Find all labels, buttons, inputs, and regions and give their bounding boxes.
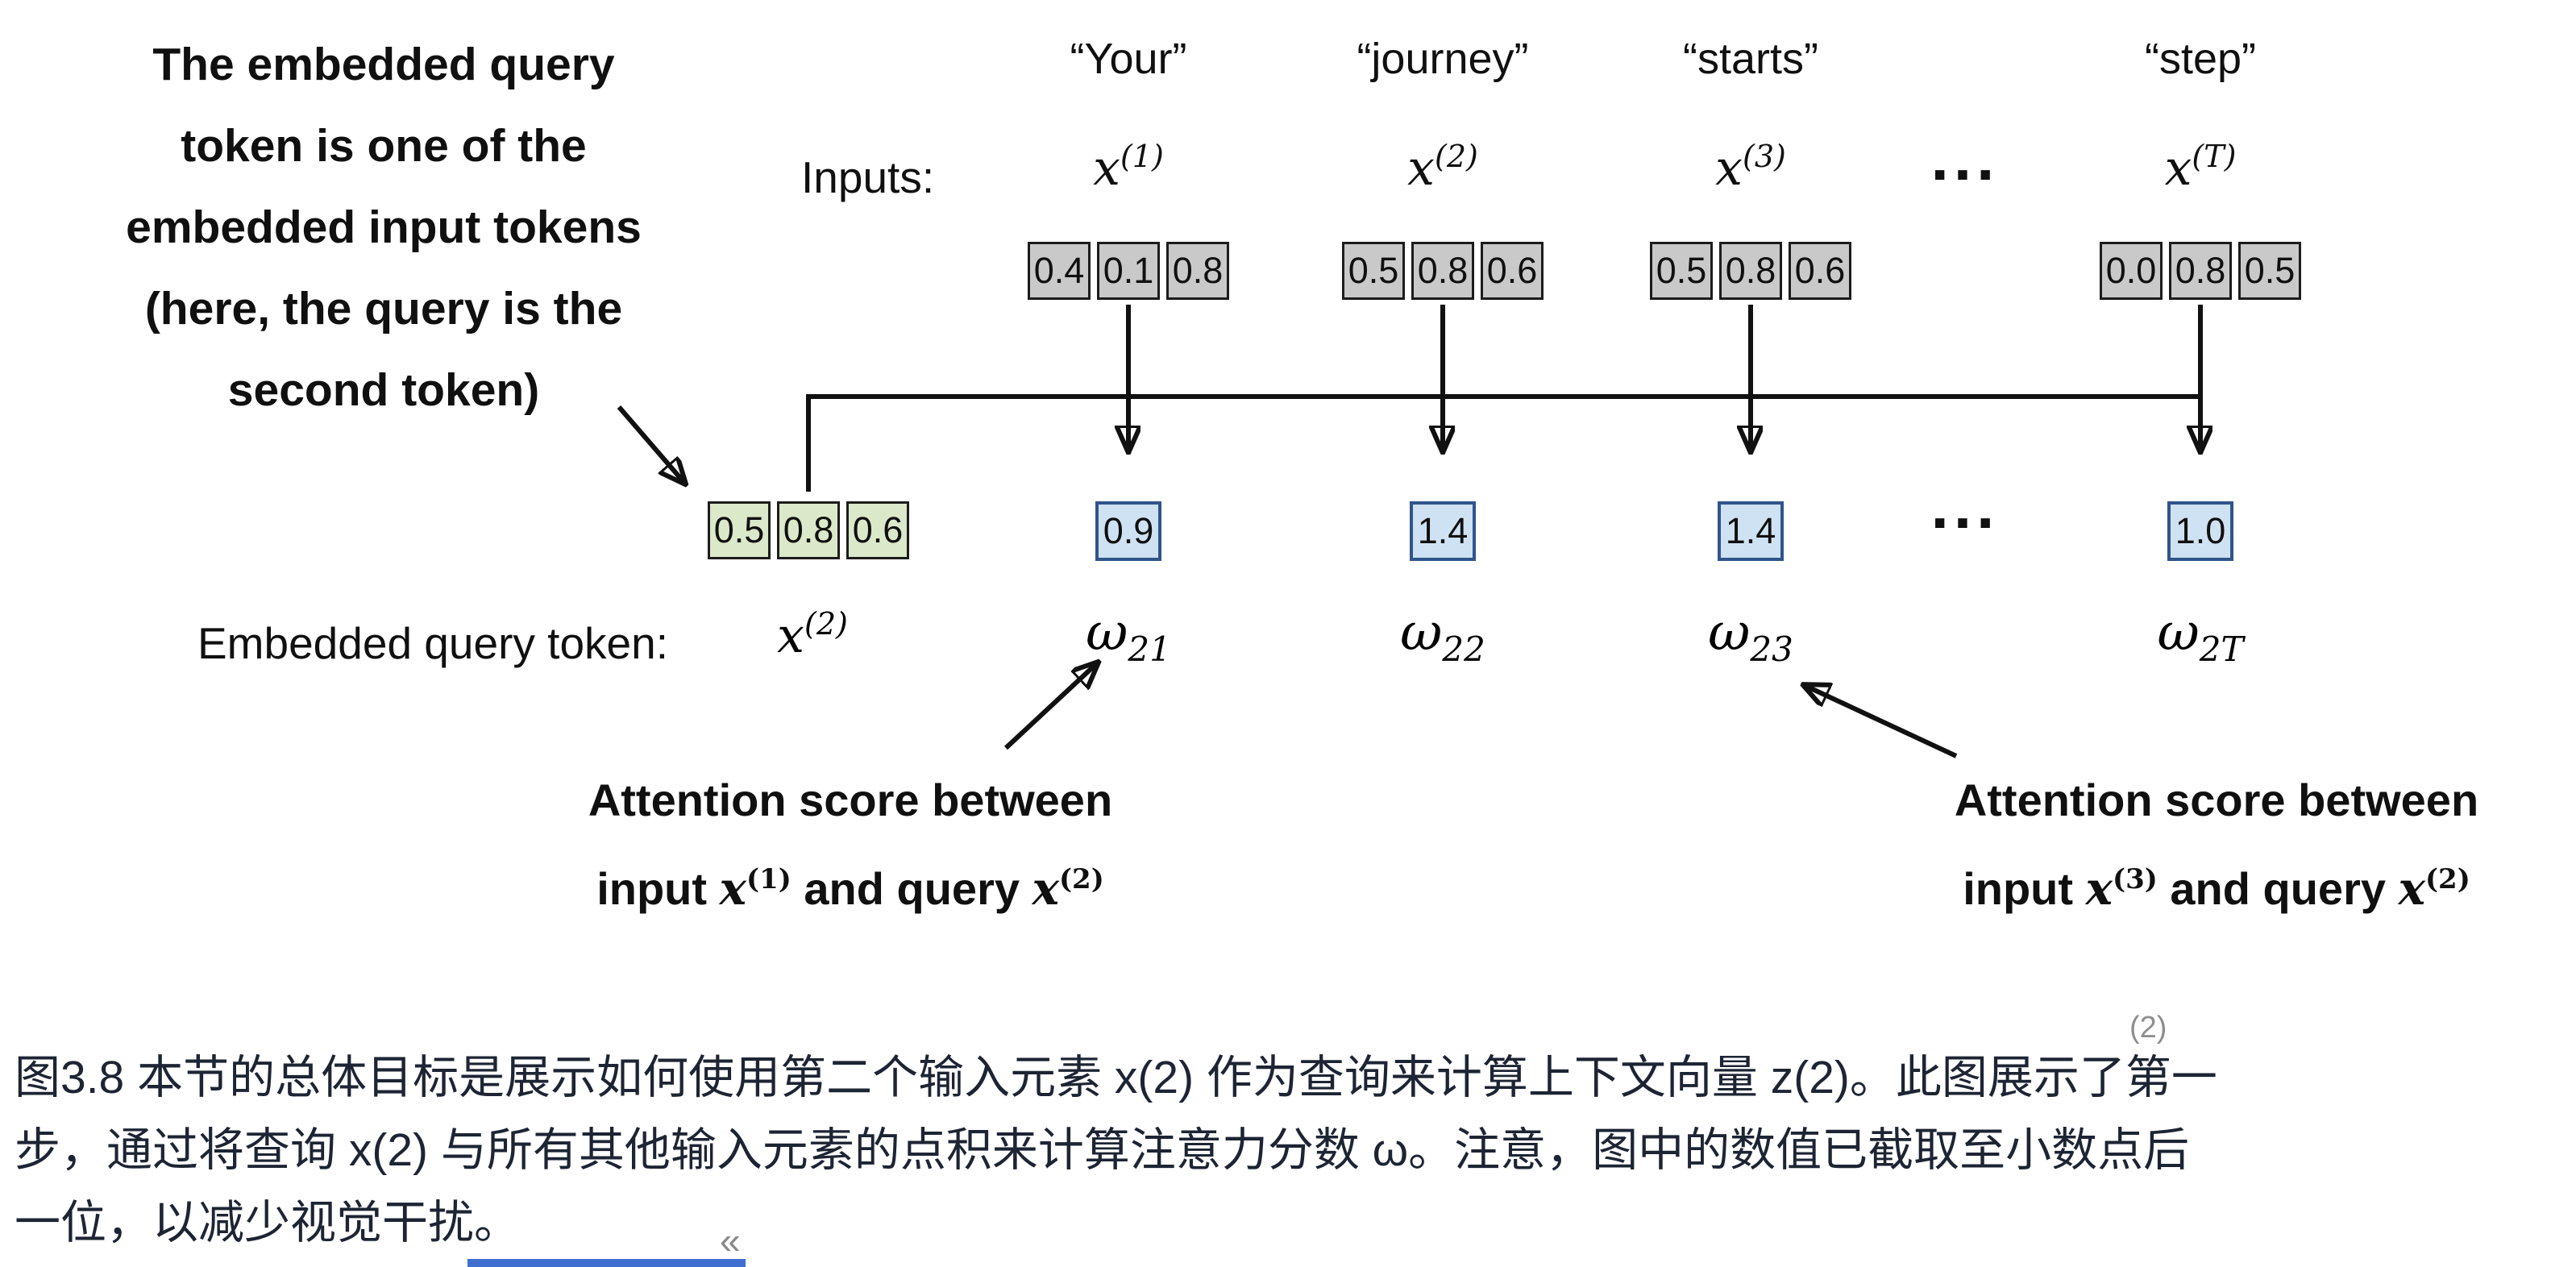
var-base: x — [2398, 862, 2425, 916]
var-sup: (3) — [1743, 139, 1786, 174]
embedded-query-token-label: Embedded query token: — [197, 618, 668, 668]
query-annotation-line: embedded input tokens — [126, 201, 642, 253]
score-annotation-right: Attention score between input x(3) and q… — [1886, 761, 2547, 928]
vector-cell: 0.8 — [777, 501, 840, 559]
note-text: and query — [791, 863, 1032, 914]
query-vector: 0.5 0.8 0.6 — [708, 501, 909, 559]
var-base: x — [777, 608, 804, 664]
word-label-1: “Your” — [1070, 35, 1187, 83]
omega-label-23: ω23 — [1654, 603, 1847, 669]
query-annotation-line: token is one of the — [181, 120, 587, 172]
inputs-label: Inputs: — [801, 152, 935, 202]
attention-score-3: 1.4 — [1718, 501, 1784, 561]
query-annotation-line: The embedded query — [152, 39, 615, 90]
omega-sub: 21 — [1128, 629, 1171, 669]
note-text: input — [1963, 863, 2086, 914]
input-vector-2: 0.5 0.8 0.6 — [1342, 242, 1544, 300]
ellipsis-bottom: ... — [1930, 470, 2000, 542]
var-sup: (3) — [2112, 863, 2158, 895]
note-text: input — [596, 863, 720, 914]
var-sup: (2) — [804, 606, 848, 642]
score-annotation-line2: input x(1) and query x(2) — [524, 840, 1177, 928]
input-vector-1: 0.4 0.1 0.8 — [1028, 242, 1229, 300]
caption-line: 图3.8 本节的总体目标是展示如何使用第二个输入元素 x(2) 作为查询来计算上… — [15, 1052, 2217, 1103]
arrow-score-note-right — [1804, 685, 1958, 758]
var-base: x — [2085, 862, 2113, 916]
score-annotation-line2: input x(3) and query x(2) — [1886, 840, 2547, 928]
score-annotation-left: Attention score between input x(1) and q… — [524, 761, 1177, 928]
caption-line: 一位，以减少视觉干扰。 — [15, 1197, 520, 1248]
input-vector-T: 0.0 0.8 0.5 — [2100, 242, 2301, 300]
caption-line: 步，通过将查询 x(2) 与所有其他输入元素的点积来计算注意力分数 ω。注意，图… — [15, 1124, 2190, 1176]
omega-sub: 2T — [2199, 629, 2244, 669]
input-var-2: x(2) — [1314, 139, 1572, 197]
input-var-1: x(1) — [999, 139, 1257, 197]
omega-base: ω — [1086, 603, 1128, 663]
video-progress-bar — [467, 1259, 746, 1267]
vector-cell: 0.5 — [708, 501, 771, 559]
omega-sub: 23 — [1750, 629, 1793, 669]
omega-label-22: ω22 — [1346, 603, 1539, 669]
var-base: x — [1032, 862, 1059, 916]
input-var-T: x(T) — [2071, 139, 2329, 197]
omega-base: ω — [1400, 603, 1443, 663]
var-base: x — [1093, 140, 1120, 197]
quote-mark-artifact: « — [720, 1219, 741, 1261]
var-sup: (2) — [1058, 863, 1104, 895]
word-label-2: “journey” — [1357, 35, 1529, 83]
note-text: and query — [2157, 863, 2399, 914]
var-base: x — [719, 862, 746, 916]
superscript-ghost-artifact: (2) — [2129, 1011, 2167, 1045]
var-sup: (1) — [746, 863, 791, 895]
var-sup: (2) — [1435, 139, 1478, 174]
vector-cell: 0.5 — [1650, 242, 1713, 300]
vector-cell: 0.8 — [2169, 242, 2232, 300]
var-base: x — [1407, 140, 1435, 197]
var-sup: (2) — [2424, 863, 2470, 895]
vector-cell: 0.6 — [1481, 242, 1544, 300]
query-annotation-line: (here, the query is the — [144, 283, 623, 334]
vector-cell: 0.6 — [1789, 242, 1851, 300]
var-base: x — [1715, 140, 1743, 197]
var-sup: (T) — [2192, 139, 2237, 174]
vector-cell: 0.6 — [846, 501, 909, 559]
omega-label-2T: ω2T — [2104, 603, 2297, 669]
vector-cell: 0.8 — [1719, 242, 1782, 300]
omega-base: ω — [1708, 603, 1751, 663]
figure-caption: 图3.8 本节的总体目标是展示如何使用第二个输入元素 x(2) 作为查询来计算上… — [15, 1041, 2561, 1259]
query-annotation-line: second token) — [227, 364, 540, 416]
omega-base: ω — [2157, 603, 2200, 663]
vector-cell: 0.1 — [1097, 242, 1160, 300]
vector-cell: 0.8 — [1411, 242, 1474, 300]
query-annotation: The embedded query token is one of the e… — [95, 24, 672, 431]
omega-sub: 22 — [1442, 629, 1485, 669]
input-vector-3: 0.5 0.8 0.6 — [1650, 242, 1851, 300]
vector-cell: 0.0 — [2100, 242, 2163, 300]
score-annotation-line1: Attention score between — [1954, 775, 2479, 825]
omega-label-21: ω21 — [1032, 603, 1225, 669]
word-label-3: “starts” — [1683, 35, 1818, 83]
input-var-3: x(3) — [1622, 139, 1880, 197]
vector-cell: 0.8 — [1166, 242, 1229, 300]
var-base: x — [2164, 140, 2192, 197]
attention-score-2: 1.4 — [1410, 501, 1476, 561]
word-label-4: “step” — [2144, 35, 2257, 83]
vector-cell: 0.5 — [1342, 242, 1405, 300]
arrow-score-note-left — [1003, 663, 1098, 750]
attention-score-T: 1.0 — [2167, 501, 2233, 561]
attention-score-1: 0.9 — [1095, 501, 1161, 561]
vector-cell: 0.5 — [2238, 242, 2301, 300]
vector-cell: 0.4 — [1028, 242, 1091, 300]
ellipsis-top: ... — [1930, 122, 2000, 193]
query-var: x(2) — [760, 606, 865, 664]
var-sup: (1) — [1120, 139, 1164, 174]
score-annotation-line1: Attention score between — [588, 775, 1113, 825]
